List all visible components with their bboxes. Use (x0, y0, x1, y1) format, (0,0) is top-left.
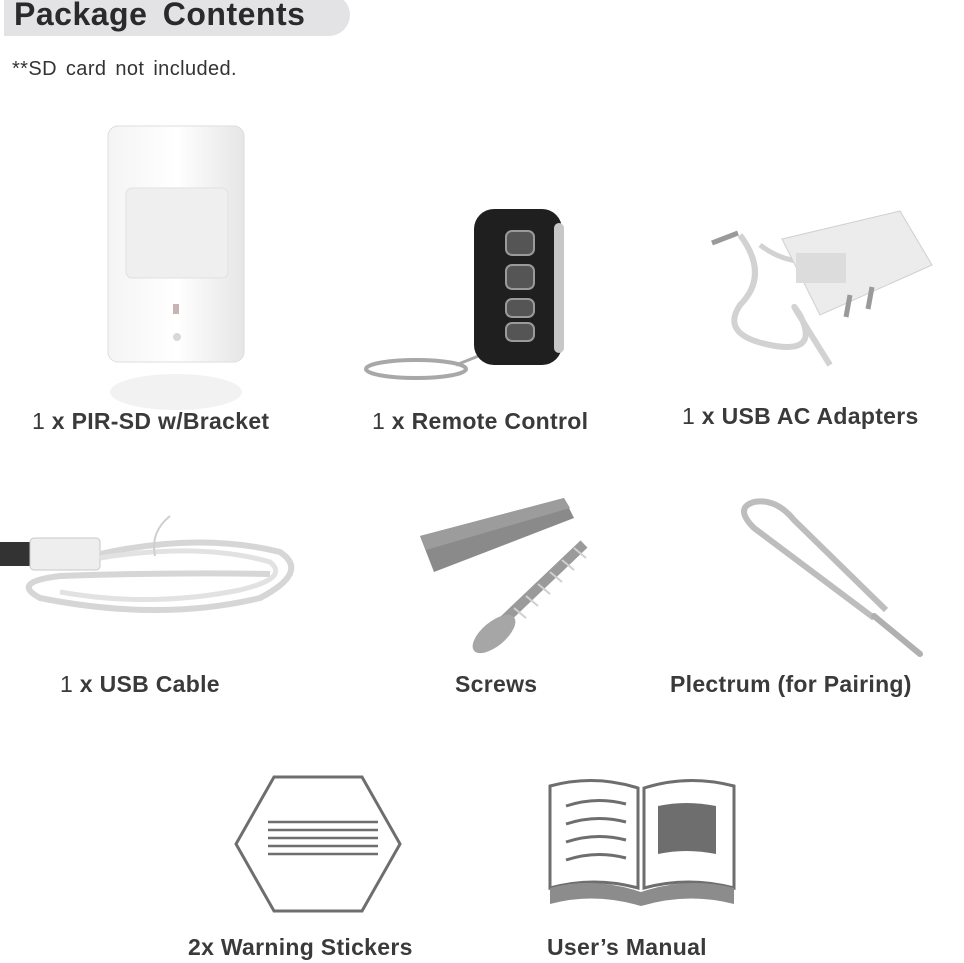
item-label-screws: Screws (455, 671, 537, 698)
screw-icon (414, 492, 594, 662)
item-qty: 1 (682, 403, 696, 429)
page-title: Package Contents (14, 0, 306, 32)
item-text: User’s Manual (547, 934, 707, 960)
item-text: Plectrum (for Pairing) (670, 671, 912, 697)
item-qty: 1 (60, 671, 74, 697)
users-manual-icon (546, 772, 738, 908)
item-text: x Remote Control (385, 408, 589, 434)
remote-control-icon (356, 205, 576, 385)
usb-ac-adapter-icon (700, 205, 940, 385)
plectrum-pin-icon (724, 498, 934, 663)
pir-sensor-icon (100, 120, 260, 420)
header-banner (4, 0, 350, 36)
item-text: 2x Warning Stickers (188, 934, 413, 960)
item-label-pir-sensor: 1 x PIR-SD w/Bracket (32, 408, 269, 435)
item-label-usb-cable: 1 x USB Cable (60, 671, 220, 698)
usb-cable-icon (0, 512, 310, 632)
item-text: Screws (455, 671, 538, 697)
item-qty: 1 (32, 408, 46, 434)
item-label-plectrum: Plectrum (for Pairing) (670, 671, 912, 698)
item-label-users-manual: User’s Manual (547, 934, 707, 961)
item-text: x USB Cable (73, 671, 220, 697)
item-label-remote-control: 1 x Remote Control (372, 408, 588, 435)
warning-sticker-icon (232, 774, 404, 914)
item-label-usb-ac-adapters: 1 x USB AC Adapters (682, 403, 919, 430)
item-qty: 1 (372, 408, 386, 434)
item-label-warning-stickers: 2x Warning Stickers (188, 934, 413, 961)
item-text: x USB AC Adapters (695, 403, 919, 429)
sd-card-note: **SD card not included. (12, 58, 237, 80)
item-text: x PIR-SD w/Bracket (45, 408, 270, 434)
